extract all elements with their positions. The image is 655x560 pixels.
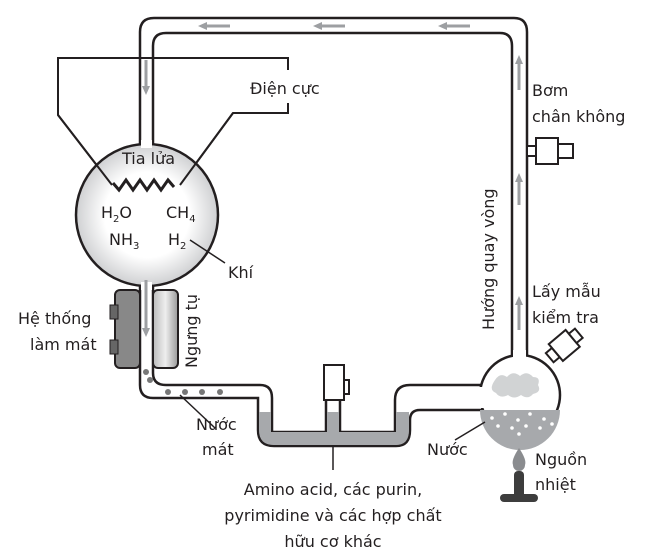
- stopcock-middle: [323, 364, 350, 401]
- vacuum-valve: [526, 137, 574, 165]
- label-vacuum-pump-2: chân không: [532, 107, 625, 126]
- label-h2: H2: [168, 230, 186, 252]
- tube-bottom-inner: [151, 285, 483, 434]
- label-sampling-1: Lấy mẫu: [532, 282, 601, 301]
- label-water: Nước: [427, 440, 468, 459]
- label-h2o: H2O: [101, 203, 132, 225]
- label-spark: Tia lửa: [121, 149, 175, 168]
- tube-bottom-outer: [138, 285, 483, 448]
- flame-icon: [512, 448, 526, 471]
- spark-icon: [111, 177, 176, 193]
- cooling-jacket: [109, 289, 179, 369]
- label-condensation: Ngưng tụ: [182, 294, 201, 368]
- label-circulation: Hướng quay vòng: [479, 188, 498, 330]
- label-ch4: CH4: [166, 203, 196, 225]
- label-nh3: NH3: [109, 230, 139, 252]
- label-products-2: pyrimidine và các hợp chất: [224, 506, 441, 525]
- label-heat-source-1: Nguồn: [535, 450, 587, 469]
- label-cold-water-2: mát: [202, 440, 234, 459]
- condensate: [143, 369, 223, 395]
- label-vacuum-pump-1: Bơm: [532, 81, 568, 100]
- label-cooling-2: làm mát: [30, 335, 97, 354]
- sampling-valve: [544, 327, 585, 364]
- burner-icon: [500, 471, 538, 502]
- label-products-3: hữu cơ khác: [284, 532, 381, 551]
- label-products-1: Amino acid, các purin,: [244, 480, 422, 499]
- label-electrode: Điện cực: [250, 79, 320, 98]
- liquid: [259, 412, 409, 445]
- flow-arrows: [142, 22, 523, 337]
- tube-outer: [138, 16, 529, 355]
- label-sampling-2: kiểm tra: [532, 308, 599, 327]
- tube-inner: [151, 31, 514, 358]
- label-cold-water-1: Nước: [196, 415, 237, 434]
- label-heat-source-2: nhiệt: [535, 475, 576, 494]
- label-gas: Khí: [228, 263, 254, 282]
- label-cooling-1: Hệ thống: [18, 309, 91, 328]
